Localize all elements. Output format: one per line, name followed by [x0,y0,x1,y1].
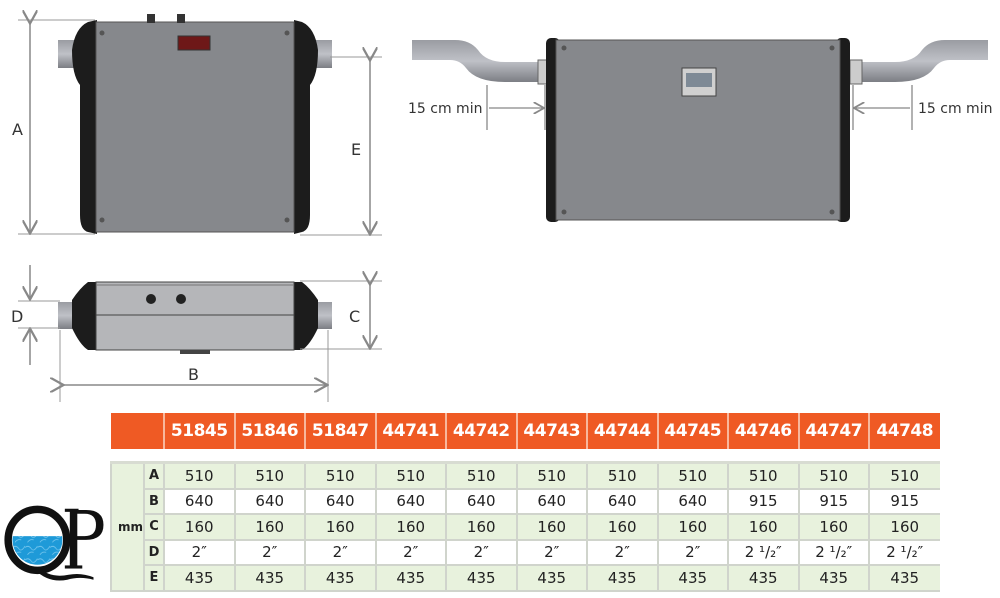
table-cell: 435 [656,565,728,592]
table-cell: 2″ [374,539,446,566]
table-cell: 2″ [304,539,376,566]
table-cell: 640 [656,488,728,515]
spec-table: 51845 51846 51847 44741 44742 44743 4474… [110,413,940,592]
table-cell: 2″ [656,539,728,566]
table-cell: 160 [797,514,869,541]
table-cell: 435 [586,565,658,592]
table-cell: 640 [233,488,305,515]
table-cell: 160 [586,514,658,541]
table-cell: 160 [233,514,305,541]
table-cell: 160 [163,514,235,541]
table-cell: 510 [727,462,799,490]
table-cell: 2 ¹/₂″ [727,539,799,566]
heater-drawings [18,0,988,402]
model-header: 44747 [797,413,869,449]
dimension-label-b: B [188,365,199,384]
model-header-row: 51845 51846 51847 44741 44742 44743 4474… [111,413,940,449]
dimension-label-d: D [11,307,24,326]
model-header: 44741 [374,413,446,449]
table-cell: 640 [586,488,658,515]
header-empty-cell [111,413,164,449]
qp-logo [0,505,106,581]
table-cell: 2″ [445,539,517,566]
model-header: 44743 [515,413,587,449]
model-header: 51846 [233,413,305,449]
clearance-label-left: 15 cm min [408,101,483,117]
model-header: 44744 [586,413,658,449]
front-view [18,14,382,235]
table-cell: 435 [304,565,376,592]
table-cell: 435 [868,565,940,592]
table-cell: 2″ [233,539,305,566]
model-header: 51845 [163,413,235,449]
table-cell: 435 [233,565,305,592]
table-cell: 640 [163,488,235,515]
table-cell: 2 ¹/₂″ [868,539,940,566]
table-cell: 915 [868,488,940,515]
table-cell: 915 [797,488,869,515]
clearance-label-right: 15 cm min [918,101,993,117]
table-cell: 510 [586,462,658,490]
table-cell: 2″ [586,539,658,566]
dimension-label-e: E [351,140,362,159]
table-cell: 510 [797,462,869,490]
dimension-key: E [143,565,164,592]
table-cell: 435 [515,565,587,592]
model-header: 44746 [727,413,799,449]
table-cell: 2″ [515,539,587,566]
model-header: 44745 [656,413,728,449]
unit-label: mm [110,462,144,592]
table-cell: 160 [374,514,446,541]
side-view [18,265,382,402]
table-cell: 2 ¹/₂″ [797,539,869,566]
dimension-label-a: A [12,120,23,139]
table-cell: 435 [374,565,446,592]
table-cell: 160 [304,514,376,541]
dimension-key: D [143,539,164,566]
dimension-key: A [143,462,164,490]
table-cell: 435 [797,565,869,592]
model-header: 44748 [868,413,940,449]
table-cell: 2″ [163,539,235,566]
table-cell: 915 [727,488,799,515]
table-cell: 510 [515,462,587,490]
dimension-label-c: C [349,307,361,326]
table-cell: 640 [515,488,587,515]
table-cell: 160 [445,514,517,541]
table-cell: 510 [868,462,940,490]
table-cell: 160 [727,514,799,541]
dimension-key: B [143,488,164,515]
table-cell: 510 [656,462,728,490]
table-cell: 510 [374,462,446,490]
table-cell: 435 [163,565,235,592]
table-cell: 435 [727,565,799,592]
table-cell: 640 [445,488,517,515]
table-cell: 160 [515,514,587,541]
installation-view [412,38,988,222]
table-cell: 435 [445,565,517,592]
model-header: 51847 [304,413,376,449]
table-cell: 160 [868,514,940,541]
table-cell: 640 [374,488,446,515]
model-header: 44742 [445,413,517,449]
table-cell: 640 [304,488,376,515]
table-cell: 510 [233,462,305,490]
table-cell: 510 [163,462,235,490]
dimension-key: C [143,514,164,541]
table-cell: 160 [656,514,728,541]
table-cell: 510 [445,462,517,490]
table-cell: 510 [304,462,376,490]
